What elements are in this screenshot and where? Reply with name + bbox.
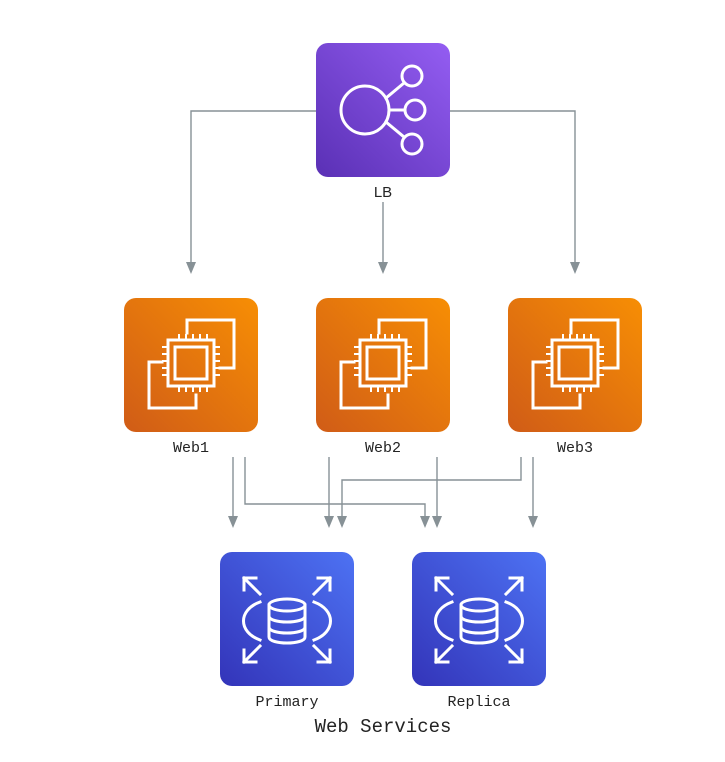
arrowhead-web3-primary <box>337 516 347 528</box>
primary-tile <box>220 552 354 686</box>
edge-lb-web1 <box>190 110 316 262</box>
node-label: Web1 <box>173 440 209 457</box>
node-label: Web2 <box>365 440 401 457</box>
node-primary[interactable]: Primary <box>220 552 354 711</box>
arrowhead-web3-replica <box>528 516 538 528</box>
edge-web1-replica <box>244 457 426 516</box>
arrowhead-web2-primary <box>324 516 334 528</box>
web3-tile <box>508 298 642 432</box>
edge-lb-web3 <box>450 110 576 262</box>
lb-tile <box>316 43 450 177</box>
edge-web3-primary <box>341 457 522 516</box>
arrowhead-web1-primary <box>228 516 238 528</box>
arrowhead-web1-replica <box>420 516 430 528</box>
arrowhead-web2 <box>378 262 388 274</box>
node-lb[interactable]: LB <box>316 43 450 201</box>
web1-tile <box>124 298 258 432</box>
arrowhead-web2-replica <box>432 516 442 528</box>
arrowhead-web3 <box>570 262 580 274</box>
node-web2[interactable]: Web2 <box>316 298 450 457</box>
edges <box>186 110 580 528</box>
node-label: Primary <box>255 694 318 711</box>
web2-tile <box>316 298 450 432</box>
elastic-load-balancing-icon <box>339 64 427 156</box>
node-web1[interactable]: Web1 <box>124 298 258 457</box>
replica-tile <box>412 552 546 686</box>
node-replica[interactable]: Replica <box>412 552 546 711</box>
node-label: Replica <box>447 694 510 711</box>
node-label: LB <box>374 184 392 201</box>
diagram-title: Web Services <box>315 716 452 738</box>
arrowhead-web1 <box>186 262 196 274</box>
node-label: Web3 <box>557 440 593 457</box>
node-web3[interactable]: Web3 <box>508 298 642 457</box>
